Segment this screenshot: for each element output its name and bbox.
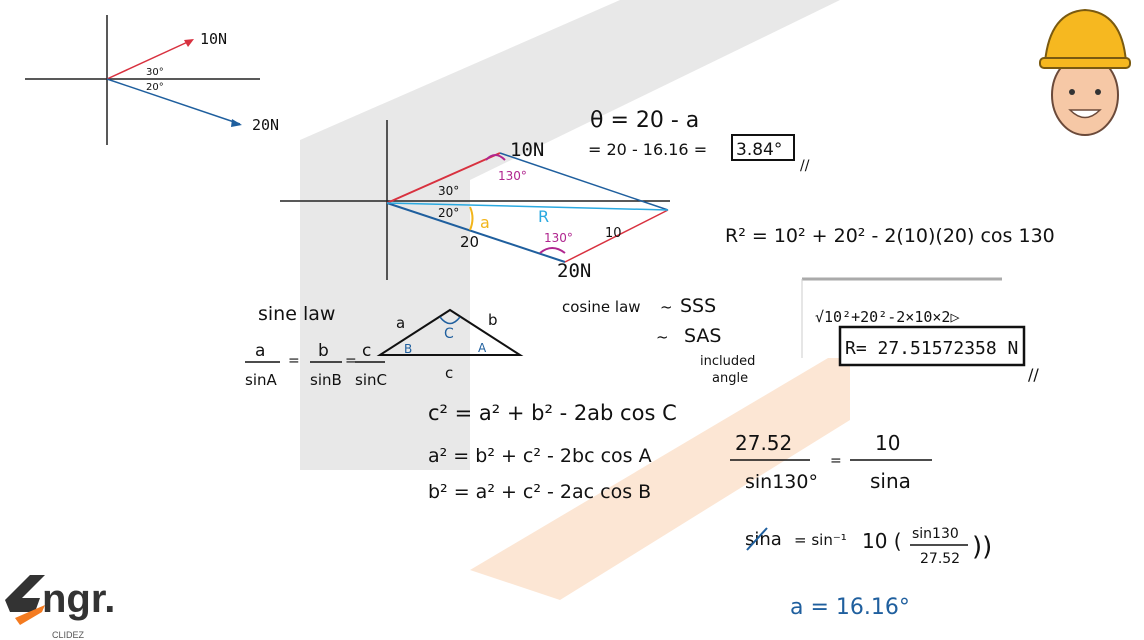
sine-den-a: sinA: [245, 371, 277, 389]
solve-alpha: sina = sin⁻¹ 10 ( sin130 27.52 )): [745, 526, 992, 567]
sine-ratio: 27.52 sin130° = 10 sina: [730, 431, 932, 493]
included-note: included: [700, 354, 755, 369]
angle-130-bottom: 130°: [544, 231, 573, 245]
sine-den-c: sinC: [355, 371, 387, 389]
sas-label: SAS: [684, 325, 721, 347]
solve-frac-den: 27.52: [920, 551, 960, 567]
calculator-display: √10²+20²-2×10×2▷ R= 27.51572358 N //: [801, 277, 1039, 384]
engr-logo: ngr. CLIDEZ: [5, 575, 115, 640]
side-10: 10: [605, 226, 622, 241]
ratio-num-left: 27.52: [735, 431, 792, 455]
calculator-expression: √10²+20²-2×10×2▷: [815, 308, 960, 326]
equals: =: [345, 353, 357, 369]
ratio-den-right: sina: [870, 469, 911, 493]
watermark: [300, 0, 850, 600]
angle-A: A: [478, 341, 487, 355]
theta-calculation: θ = 20 - a = 20 - 16.16 = 3.84° //: [588, 108, 810, 174]
r-squared-equation: R² = 10² + 20² - 2(10)(20) cos 130: [725, 225, 1055, 247]
theta-answer: 3.84°: [736, 140, 782, 160]
arcsin: = sin⁻¹: [794, 531, 847, 549]
alpha-label: a: [480, 213, 490, 232]
force-label-10n: 10N: [200, 30, 227, 48]
equals: =: [288, 353, 300, 369]
angle-130-top: 130°: [498, 169, 527, 183]
sine-den-b: sinB: [310, 371, 342, 389]
arrow: ~: [660, 298, 673, 316]
sine-num-b: b: [318, 341, 329, 361]
solve-lhs: sina: [745, 529, 782, 550]
engineer-avatar: [1039, 8, 1131, 136]
formula-c: c² = a² + b² - 2ab cos C: [428, 401, 677, 425]
side-c: c: [445, 364, 453, 382]
logo-subtext: CLIDEZ: [52, 630, 85, 640]
force-label-20n: 20N: [252, 116, 279, 134]
arrow: ~: [656, 328, 669, 346]
sine-num-a: a: [255, 341, 265, 361]
sss-label: SSS: [680, 295, 716, 317]
cosine-law-title: cosine law: [562, 298, 641, 316]
solve-inner: 10 (: [862, 529, 902, 553]
angle-20: 20°: [146, 82, 164, 93]
done-mark: //: [800, 158, 810, 174]
sine-num-c: c: [362, 341, 371, 361]
side-20: 20: [460, 233, 479, 251]
side-a: a: [396, 314, 405, 332]
cosine-formulas: c² = a² + b² - 2ab cos C a² = b² + c² - …: [428, 401, 677, 503]
force-label-10n: 10N: [510, 139, 544, 161]
force-label-20n: 20N: [557, 260, 591, 282]
solve-close: )): [972, 532, 992, 562]
calculator-result: R= 27.51572358 N: [845, 338, 1018, 359]
resultant-label: R: [538, 207, 549, 226]
equals: =: [830, 453, 842, 469]
angle-B: B: [404, 342, 412, 356]
cosine-law: cosine law ~ SSS ~ SAS included angle: [562, 295, 755, 386]
theta-line1: θ = 20 - a: [590, 108, 699, 133]
formula-a: a² = b² + c² - 2bc cos A: [428, 445, 652, 467]
alpha-result: a = 16.16°: [790, 595, 910, 620]
small-force-diagram: 10N 20N 30° 20°: [25, 15, 279, 145]
angle-30: 30°: [146, 67, 164, 78]
ratio-den-left: sin130°: [745, 471, 818, 493]
solve-frac-num: sin130: [912, 526, 959, 542]
sine-law: sine law a sinA = b sinB = c sinC: [245, 303, 387, 389]
main-force-diagram: 10N 20N 30° 20° 130° 130° 20 10 R a: [280, 120, 670, 282]
triangle-diagram: a b c C B A: [376, 308, 524, 382]
angle-C: C: [444, 326, 454, 342]
side-b: b: [488, 311, 498, 329]
ratio-num-right: 10: [875, 431, 900, 455]
angle-30: 30°: [438, 184, 459, 198]
formula-b: b² = a² + c² - 2ac cos B: [428, 481, 651, 503]
angle-20: 20°: [438, 206, 459, 220]
done-mark: //: [1028, 365, 1039, 384]
theta-line2: = 20 - 16.16 =: [588, 140, 707, 159]
angle-note: angle: [712, 371, 748, 386]
logo-text: ngr.: [42, 577, 115, 621]
sine-law-title: sine law: [258, 303, 335, 325]
